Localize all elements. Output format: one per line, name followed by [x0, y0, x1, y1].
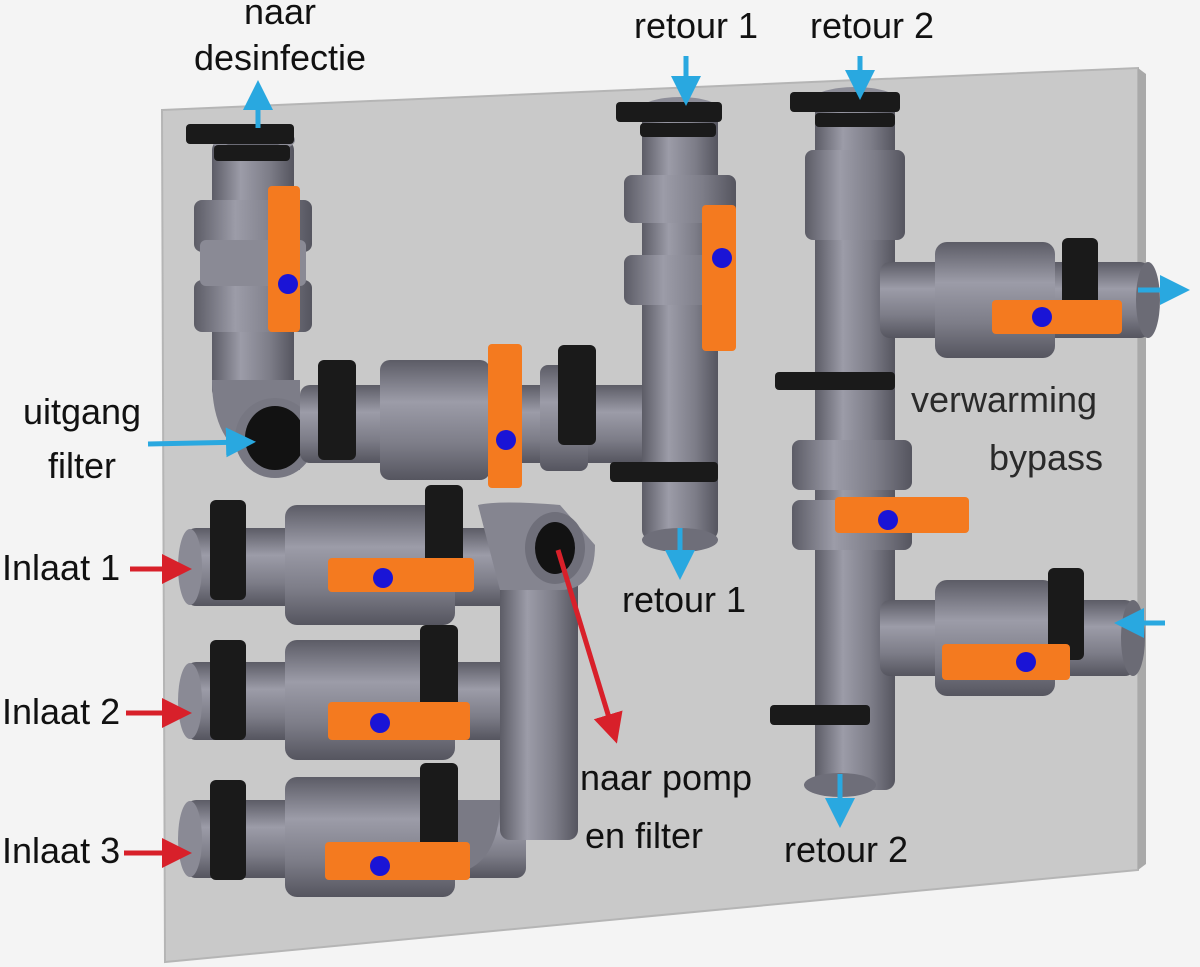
inlet-collector-pipe: [440, 502, 595, 875]
ball-valve-handle-icon[interactable]: [702, 205, 736, 351]
label-retour2-top: retour 2: [809, 5, 935, 46]
flow-arrow-icon: [124, 56, 1190, 868]
label-naar: naar: [243, 0, 317, 32]
label-inlaat2: Inlaat 2: [2, 691, 121, 732]
label-desinfectie: desinfectie: [193, 37, 367, 78]
label-bypass: bypass: [988, 437, 1104, 478]
label-filter: filter: [47, 445, 117, 486]
label-inlaat3: Inlaat 3: [2, 830, 121, 871]
ball-valve-handle-icon[interactable]: [835, 497, 969, 533]
ball-valve-handle-icon[interactable]: [328, 558, 474, 592]
label-verwarming: verwarming: [910, 379, 1098, 420]
ball-valve-handle-icon[interactable]: [328, 702, 470, 740]
label-inlaat1: Inlaat 1: [2, 547, 121, 588]
label-retour1-bottom: retour 1: [621, 579, 747, 620]
pipe-brackets: [186, 92, 1098, 880]
ball-valve-handle-icon[interactable]: [488, 344, 522, 488]
label-retour1-top: retour 1: [633, 5, 759, 46]
ball-valve-handle-icon[interactable]: [942, 644, 1070, 680]
label-uitgang: uitgang: [22, 391, 142, 432]
ball-valve-handle-icon[interactable]: [325, 842, 470, 880]
label-naar-pomp: naar pomp: [579, 757, 753, 798]
ball-valve-handle-icon[interactable]: [268, 186, 300, 332]
ball-valve-handle-icon[interactable]: [992, 300, 1122, 334]
label-en-filter: en filter: [584, 815, 704, 856]
label-retour2-bottom: retour 2: [783, 829, 909, 870]
right-vertical-pipe: [792, 87, 912, 797]
